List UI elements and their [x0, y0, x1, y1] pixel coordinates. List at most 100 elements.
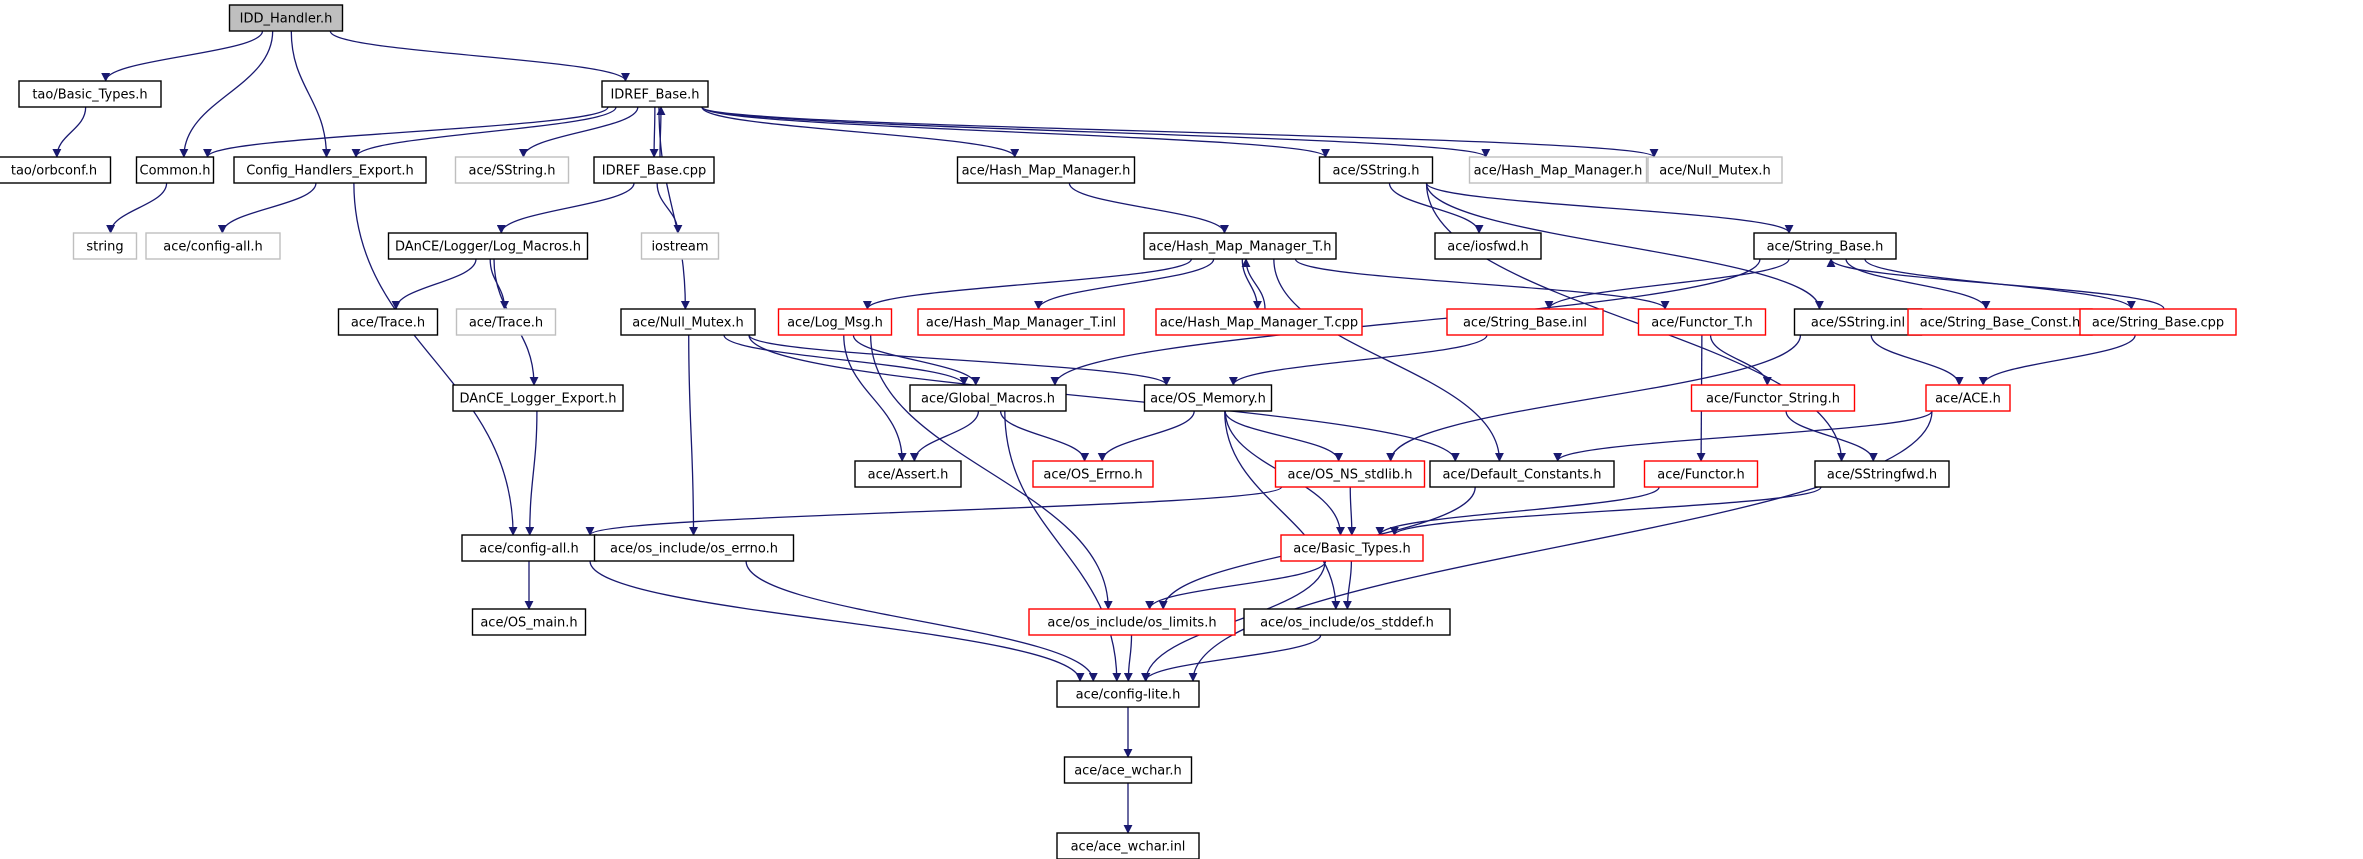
- edge-n5-n13: [217, 182, 317, 234]
- node-box: [1243, 608, 1451, 636]
- node-label: ace/SString.h: [469, 164, 556, 179]
- node-label: ace/OS_main.h: [480, 616, 577, 631]
- edge-n0-n1: [101, 30, 264, 82]
- node-label: ace/Log_Msg.h: [787, 316, 883, 331]
- node-box: [909, 384, 1067, 412]
- node-label: IDREF_Base.cpp: [602, 164, 707, 179]
- edge-n32-n37: [1224, 410, 1344, 462]
- node-box: [18, 80, 162, 108]
- edge-n9-n17: [1388, 182, 1484, 234]
- edge-n0-n5: [290, 30, 331, 158]
- edge-n34-n47: [1188, 410, 1933, 682]
- node-n31: ace/Global_Macros.h: [909, 384, 1067, 412]
- edge-n31-n47: [1004, 410, 1122, 682]
- node-box: [593, 534, 795, 562]
- node-box: [0, 156, 112, 184]
- node-label: ace/Functor_String.h: [1706, 392, 1840, 407]
- node-label: ace/Hash_Map_Manager.h: [962, 164, 1131, 179]
- edge-n32-n46: [1224, 410, 1341, 610]
- node-box: [1637, 308, 1767, 336]
- edge-n22-n45: [869, 334, 1113, 610]
- node-n32: ace/OS_Memory.h: [1143, 384, 1273, 412]
- node-box: [1280, 534, 1424, 562]
- node-label: ace/String_Base_Const.h: [1920, 316, 2080, 331]
- node-box: [1063, 756, 1193, 784]
- node-label: ace/Hash_Map_Manager_T.inl: [926, 316, 1116, 331]
- node-box: [471, 608, 587, 636]
- node-box: [1318, 156, 1434, 184]
- node-box: [1793, 308, 1923, 336]
- edge-n31-n36: [999, 410, 1090, 462]
- node-box: [1155, 308, 1363, 336]
- node-n14: DAnCE/Logger/Log_Macros.h: [387, 232, 589, 260]
- edge-n32-n36: [1097, 410, 1195, 462]
- node-box: [854, 460, 962, 488]
- node-n33: ace/Functor_String.h: [1690, 384, 1856, 412]
- node-n6: ace/SString.h: [454, 156, 570, 184]
- node-label: Config_Handlers_Export.h: [246, 164, 414, 179]
- node-box: [601, 80, 709, 108]
- node-label: ace/os_include/os_limits.h: [1047, 616, 1216, 631]
- node-n22: ace/Log_Msg.h: [777, 308, 893, 336]
- node-box: [1814, 460, 1950, 488]
- node-n16: ace/Hash_Map_Manager_T.h: [1143, 232, 1337, 260]
- node-n48: ace/ace_wchar.h: [1063, 756, 1193, 784]
- node-box: [1690, 384, 1856, 412]
- node-label: ace/Functor_T.h: [1651, 316, 1753, 331]
- node-n26: ace/Functor_T.h: [1637, 308, 1767, 336]
- edge-n21-n42: [688, 334, 699, 536]
- node-label: ace/SString.h: [1333, 164, 1420, 179]
- edge-n1-n2: [52, 106, 87, 158]
- edge-n5-n41: [353, 182, 518, 536]
- node-box: [1032, 460, 1154, 488]
- node-box: [1143, 384, 1273, 412]
- node-label: ace/SString.inl: [1811, 316, 1905, 331]
- node-box: [593, 156, 715, 184]
- node-n45: ace/os_include/os_limits.h: [1028, 608, 1236, 636]
- edge-n3-n8: [701, 106, 1020, 158]
- node-box: [1925, 384, 2011, 412]
- node-label: ace/Hash_Map_Manager.h: [1474, 164, 1643, 179]
- node-n34: ace/ACE.h: [1925, 384, 2011, 412]
- node-n21: ace/Null_Mutex.h: [620, 308, 756, 336]
- node-n46: ace/os_include/os_stddef.h: [1243, 608, 1451, 636]
- node-label: ace/String_Base.cpp: [2092, 316, 2224, 331]
- node-box: [233, 156, 427, 184]
- node-label: tao/orbconf.h: [11, 164, 97, 179]
- edge-n16-n23: [1034, 258, 1215, 310]
- node-n8: ace/Hash_Map_Manager.h: [956, 156, 1136, 184]
- edge-n29-n34: [1978, 334, 2136, 386]
- edge-n29-n18: [1826, 258, 2165, 310]
- node-label: ace/ace_wchar.inl: [1071, 840, 1186, 855]
- node-box: [1468, 156, 1648, 184]
- node-label: ace/SStringfwd.h: [1827, 468, 1937, 483]
- edge-n21-n31: [723, 334, 969, 386]
- nodes: IDD_Handler.htao/Basic_Types.htao/orbcon…: [0, 4, 2237, 859]
- node-box: [228, 4, 344, 32]
- node-label: ace/Hash_Map_Manager_T.h: [1149, 240, 1332, 255]
- node-label: iostream: [651, 240, 708, 255]
- node-label: ace/Assert.h: [868, 468, 949, 483]
- node-label: ace/Functor.h: [1657, 468, 1744, 483]
- edge-n21-n32: [748, 334, 1171, 386]
- node-label: ace/OS_Errno.h: [1043, 468, 1142, 483]
- node-n28: ace/String_Base_Const.h: [1907, 308, 2093, 336]
- node-label: ace/Default_Constants.h: [1442, 468, 1601, 483]
- edge-n3-n11: [701, 106, 1659, 158]
- node-box: [72, 232, 138, 260]
- node-box: [917, 308, 1125, 336]
- edge-n42-n47: [745, 560, 1098, 682]
- node-box: [2079, 308, 2237, 336]
- edge-n40-n43: [1390, 486, 1822, 536]
- edge-n43-n45: [1145, 560, 1327, 610]
- node-label: ace/Trace.h: [469, 316, 543, 331]
- node-n4: Common.h: [135, 156, 215, 184]
- node-box: [1753, 232, 1897, 260]
- edge-n3-n21: [658, 106, 690, 310]
- node-n27: ace/SString.inl: [1793, 308, 1923, 336]
- node-n38: ace/Default_Constants.h: [1429, 460, 1615, 488]
- node-box: [1434, 232, 1542, 260]
- edge-n34-n38: [1553, 410, 1933, 462]
- node-label: ace/OS_Memory.h: [1150, 392, 1266, 407]
- edge-n9-n27: [1425, 182, 1824, 310]
